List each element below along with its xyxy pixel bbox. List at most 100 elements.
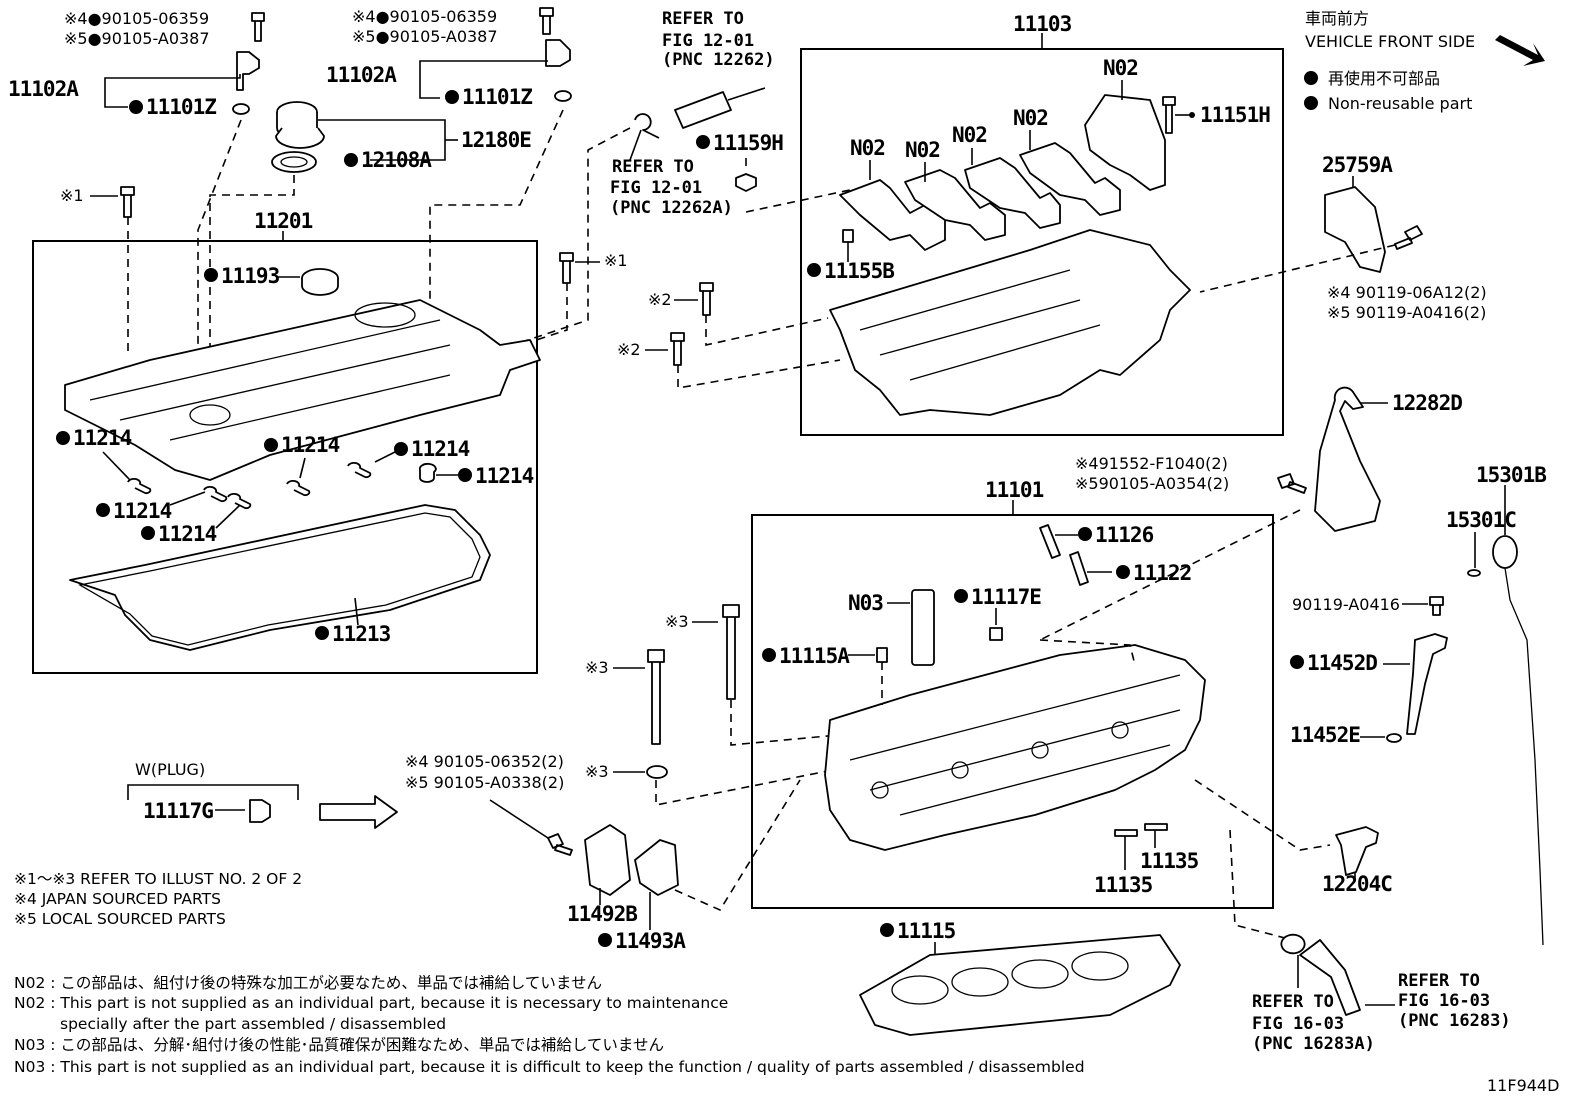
o-ring-icon: [1386, 733, 1402, 743]
bolt-icon: [251, 12, 265, 42]
label-11214-f[interactable]: 11214: [158, 522, 218, 546]
label-90119-A0416[interactable]: 90119-A0416: [1292, 595, 1400, 614]
label-star3a[interactable]: ※3: [665, 612, 689, 631]
svg-text:REFER TO: REFER TO: [662, 9, 744, 29]
bolt-91552: ※491552-F1040(2) ※590105-A0354(2): [1039, 454, 1307, 641]
label-star2b[interactable]: ※2: [617, 340, 641, 359]
label-25759A[interactable]: 25759A: [1322, 153, 1394, 177]
label-11135-b[interactable]: 11135: [1094, 873, 1154, 897]
svg-text:REFER TO: REFER TO: [1398, 971, 1480, 991]
label-11101Z-right[interactable]: 11101Z: [462, 85, 533, 109]
dipstick-handle-icon: [1492, 535, 1518, 569]
label-11117E[interactable]: 11117E: [971, 585, 1042, 609]
label-90105-A0338[interactable]: ※5 90105-A0338(2): [405, 773, 564, 792]
bolt-icon: [670, 332, 685, 366]
pins-11135: 11135 11135: [1094, 823, 1200, 897]
gasket-icon: [69, 504, 491, 651]
label-11214-d[interactable]: 11214: [475, 464, 535, 488]
label-11102A-right[interactable]: 11102A: [326, 63, 398, 87]
label-11214-c[interactable]: 11214: [411, 437, 471, 461]
label-11201[interactable]: 11201: [254, 209, 314, 233]
sheet-id: 11F944D: [1487, 1076, 1559, 1095]
reference-fig-16-03-a[interactable]: REFER TO FIG 16-03 (PNC 16283A): [1229, 829, 1375, 1054]
label-n02-4[interactable]: N02: [1013, 106, 1049, 130]
reference-fig-16-03-b[interactable]: REFER TO FIG 16-03 (PNC 16283): [1365, 971, 1511, 1031]
label-11452E[interactable]: 11452E: [1290, 723, 1361, 747]
label-12204C[interactable]: 12204C: [1322, 872, 1393, 896]
label-star3b[interactable]: ※3: [585, 658, 609, 677]
label-n02-2[interactable]: N02: [905, 138, 941, 162]
label-90105-A0354[interactable]: ※590105-A0354(2): [1075, 474, 1229, 493]
label-90105-06359-left[interactable]: ※4●90105-06359: [64, 9, 209, 28]
bolt-icon: [1429, 596, 1444, 616]
guide-tube-icon: [1406, 633, 1448, 735]
footnotes: ※1～※3 REFER TO ILLUST NO. 2 OF 2 ※4 JAPA…: [14, 870, 302, 928]
svg-text:FIG 12-01: FIG 12-01: [610, 178, 702, 198]
svg-text:REFER TO: REFER TO: [612, 157, 694, 177]
reference-fig-12-01-second[interactable]: REFER TO FIG 12-01 (PNC 12262A): [467, 113, 733, 361]
label-91552-F1040[interactable]: ※491552-F1040(2): [1075, 454, 1228, 473]
label-11117G[interactable]: 11117G: [143, 799, 214, 823]
label-star1[interactable]: ※1: [60, 186, 84, 205]
label-star3c[interactable]: ※3: [585, 762, 609, 781]
label-star2a[interactable]: ※2: [648, 290, 672, 309]
label-n02-3[interactable]: N02: [952, 123, 988, 147]
label-n02-1[interactable]: N02: [850, 136, 886, 160]
label-15301B[interactable]: 15301B: [1476, 463, 1547, 487]
label-star1b[interactable]: ※1: [604, 251, 628, 270]
label-11214-b[interactable]: 11214: [281, 433, 341, 457]
label-11214-a[interactable]: 11214: [73, 426, 133, 450]
bolt-icon: [120, 186, 135, 218]
nut-icon: [735, 173, 757, 192]
label-11101[interactable]: 11101: [985, 478, 1045, 502]
clamp-icon: [1280, 933, 1306, 955]
label-11135-a[interactable]: 11135: [1140, 849, 1200, 873]
label-11126[interactable]: 11126: [1095, 523, 1155, 547]
n02-labels: N02 N02 N02 N02 N02: [850, 56, 1139, 182]
note-n03-jp: N03 : この部品は、分解･組付け後の性能･品質確保が困難なため、単品では補給…: [14, 1036, 664, 1054]
svg-text:FIG 12-01: FIG 12-01: [662, 31, 754, 51]
label-90105-A0387-right[interactable]: ※5●90105-A0387: [352, 27, 498, 46]
label-12180E[interactable]: 12180E: [461, 128, 532, 152]
label-n02-5[interactable]: N02: [1103, 56, 1139, 80]
label-90105-A0387-left[interactable]: ※5●90105-A0387: [64, 29, 210, 48]
label-N03[interactable]: N03: [848, 591, 884, 615]
bolt-11151H: 11151H: [1162, 96, 1271, 134]
label-11103[interactable]: 11103: [1013, 12, 1073, 36]
label-90105-06359-right[interactable]: ※4●90105-06359: [352, 7, 497, 26]
label-11115[interactable]: 11115: [897, 919, 957, 943]
label-15301C[interactable]: 15301C: [1446, 508, 1517, 532]
hose-icon: [1299, 939, 1361, 1016]
label-11155B[interactable]: 11155B: [824, 259, 895, 283]
reference-fig-12-01-top[interactable]: REFER TO FIG 12-01 (PNC 12262): [662, 9, 775, 129]
label-11213[interactable]: 11213: [332, 622, 392, 646]
hanger-icon: [1314, 386, 1381, 532]
label-11101Z-left[interactable]: 11101Z: [146, 95, 217, 119]
label-11493A[interactable]: 11493A: [615, 929, 687, 953]
label-90119-A0416-2[interactable]: ※5 90119-A0416(2): [1327, 303, 1486, 322]
label-12108A[interactable]: 12108A: [361, 148, 433, 172]
label-11122[interactable]: 11122: [1133, 561, 1192, 585]
legend: 車両前方 VEHICLE FRONT SIDE 再使用不可部品 Non-reus…: [1304, 9, 1545, 113]
cover-group-box: [32, 240, 538, 674]
sensor-left-group: ※4●90105-06359 ※5●90105-A0387 11102A 111…: [8, 9, 265, 395]
label-11159H[interactable]: 11159H: [713, 131, 784, 155]
label-11452D[interactable]: 11452D: [1307, 651, 1378, 675]
label-90105-06352[interactable]: ※4 90105-06352(2): [405, 752, 564, 771]
hose-icon: [674, 91, 732, 129]
cylinder-head-upper: [829, 229, 1191, 416]
gasket-icon: [634, 839, 679, 896]
label-12282D[interactable]: 12282D: [1392, 391, 1463, 415]
pins-group: 11126 11122 N03 11117E 11115A: [762, 523, 1192, 705]
svg-text:※4●90105-06359: ※4●90105-06359: [352, 7, 497, 26]
label-11115A[interactable]: 11115A: [779, 644, 851, 668]
label-11151H[interactable]: 11151H: [1200, 103, 1271, 127]
cam-sensor-icon: [236, 51, 260, 91]
label-11214-e[interactable]: 11214: [113, 499, 173, 523]
long-bolt-icon: [722, 604, 740, 700]
label-11102A-left[interactable]: 11102A: [8, 77, 80, 101]
label-11193[interactable]: 11193: [221, 264, 281, 288]
plug-title: W(PLUG): [135, 760, 205, 779]
label-11492B[interactable]: 11492B: [567, 902, 638, 926]
label-90119-06A12[interactable]: ※4 90119-06A12(2): [1327, 283, 1487, 302]
